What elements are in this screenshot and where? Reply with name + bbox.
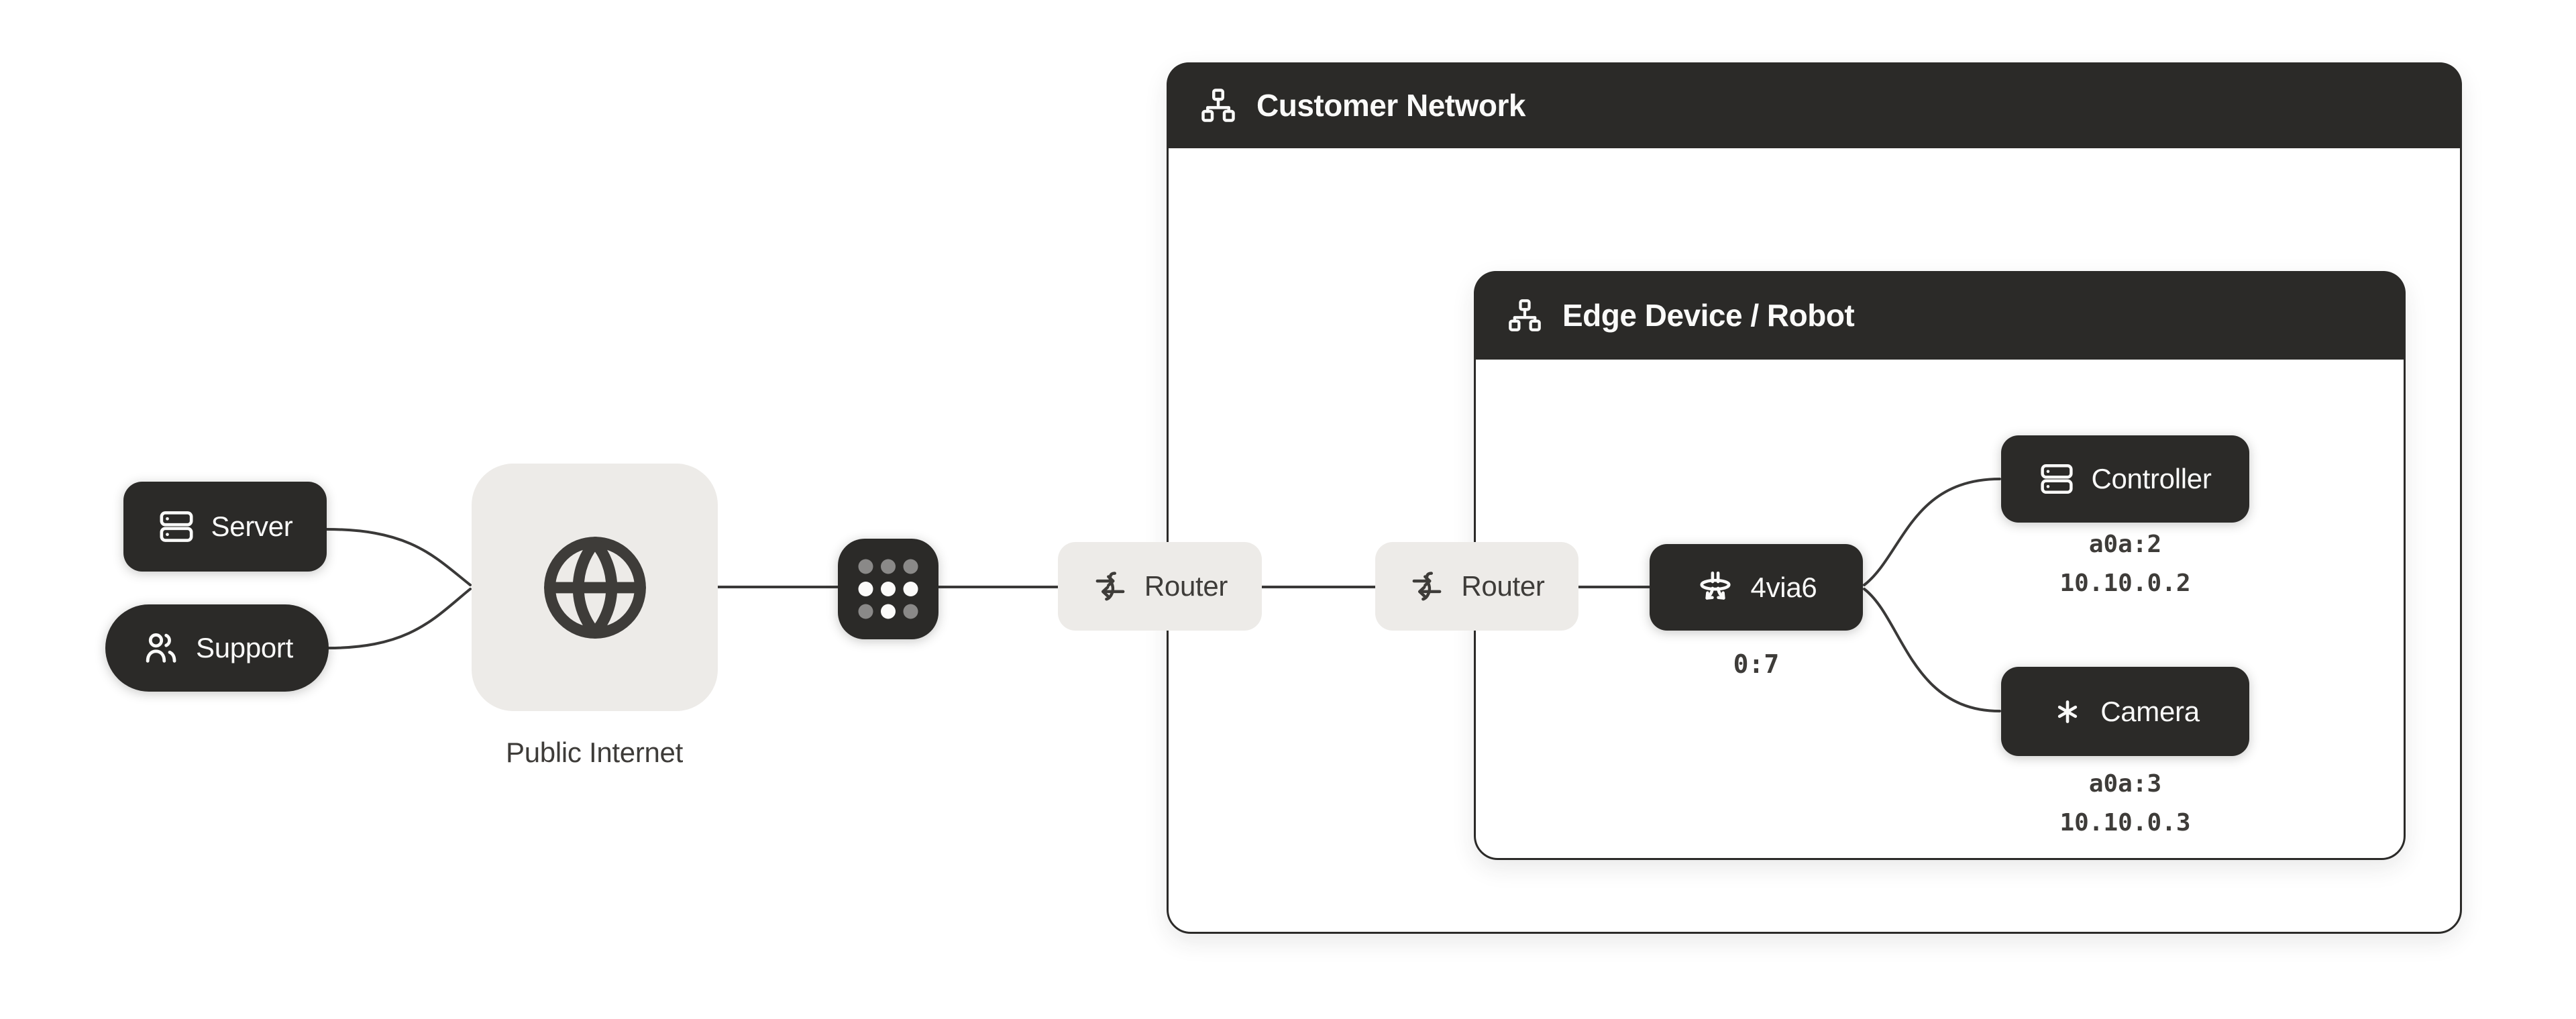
node-router-wan: Router <box>1058 542 1262 631</box>
node-router-lan: Router <box>1375 542 1578 631</box>
camera-ip-address: 10.10.0.3 <box>2059 809 2191 837</box>
node-label-support: Support <box>195 632 293 663</box>
controller-via-address: a0a:2 <box>2088 531 2162 558</box>
tailscale-dots-icon <box>858 559 918 619</box>
node-camera: Camera <box>2001 667 2249 756</box>
node-label-camera: Camera <box>2100 695 2200 727</box>
camera-via-address: a0a:3 <box>2088 770 2162 798</box>
split-tunnel-icon <box>1699 571 1731 600</box>
globe-icon <box>543 536 646 639</box>
group-header-customer-network: Customer Network <box>1167 62 2462 148</box>
edge-4via6-camera <box>1863 588 2001 712</box>
server-icon <box>2041 464 2074 494</box>
node-server: Server <box>123 482 327 572</box>
4via6-port-label: 0:7 <box>1733 649 1780 679</box>
group-customer-network: Customer Network <box>1167 62 2462 934</box>
asterisk-icon <box>2058 700 2078 723</box>
group-header-edge-device: Edge Device / Robot <box>1474 271 2406 360</box>
public-internet-caption: Public Internet <box>506 737 683 768</box>
node-public-internet <box>472 464 718 711</box>
node-support: Support <box>105 604 329 692</box>
group-title-edge-device: Edge Device / Robot <box>1562 298 1855 333</box>
node-label-server: Server <box>211 511 293 542</box>
route-arrows-icon <box>1095 572 1125 601</box>
network-icon <box>1201 89 1235 122</box>
edge-server-internet <box>325 528 472 586</box>
edge-support-internet <box>327 588 472 649</box>
server-icon <box>160 511 193 542</box>
network-icon <box>1509 299 1541 331</box>
edge-4via6-controller <box>1863 478 2001 586</box>
node-label-router-lan: Router <box>1461 570 1545 602</box>
route-arrows-icon <box>1412 572 1442 601</box>
node-label-router-wan: Router <box>1144 570 1228 602</box>
controller-ip-address: 10.10.0.2 <box>2059 570 2191 597</box>
group-title-customer-network: Customer Network <box>1256 88 1525 123</box>
node-label-4via6: 4via6 <box>1750 571 1817 603</box>
camera-address-labels: a0a:3 10.10.0.3 <box>1991 765 2259 843</box>
node-tailscale <box>838 539 938 639</box>
group-edge-device: Edge Device / Robot <box>1474 271 2406 860</box>
node-4via6: 4via6 <box>1650 544 1863 631</box>
controller-address-labels: a0a:2 10.10.0.2 <box>1991 525 2259 603</box>
users-icon <box>146 633 176 663</box>
node-controller: Controller <box>2001 435 2249 523</box>
node-label-controller: Controller <box>2091 463 2212 494</box>
